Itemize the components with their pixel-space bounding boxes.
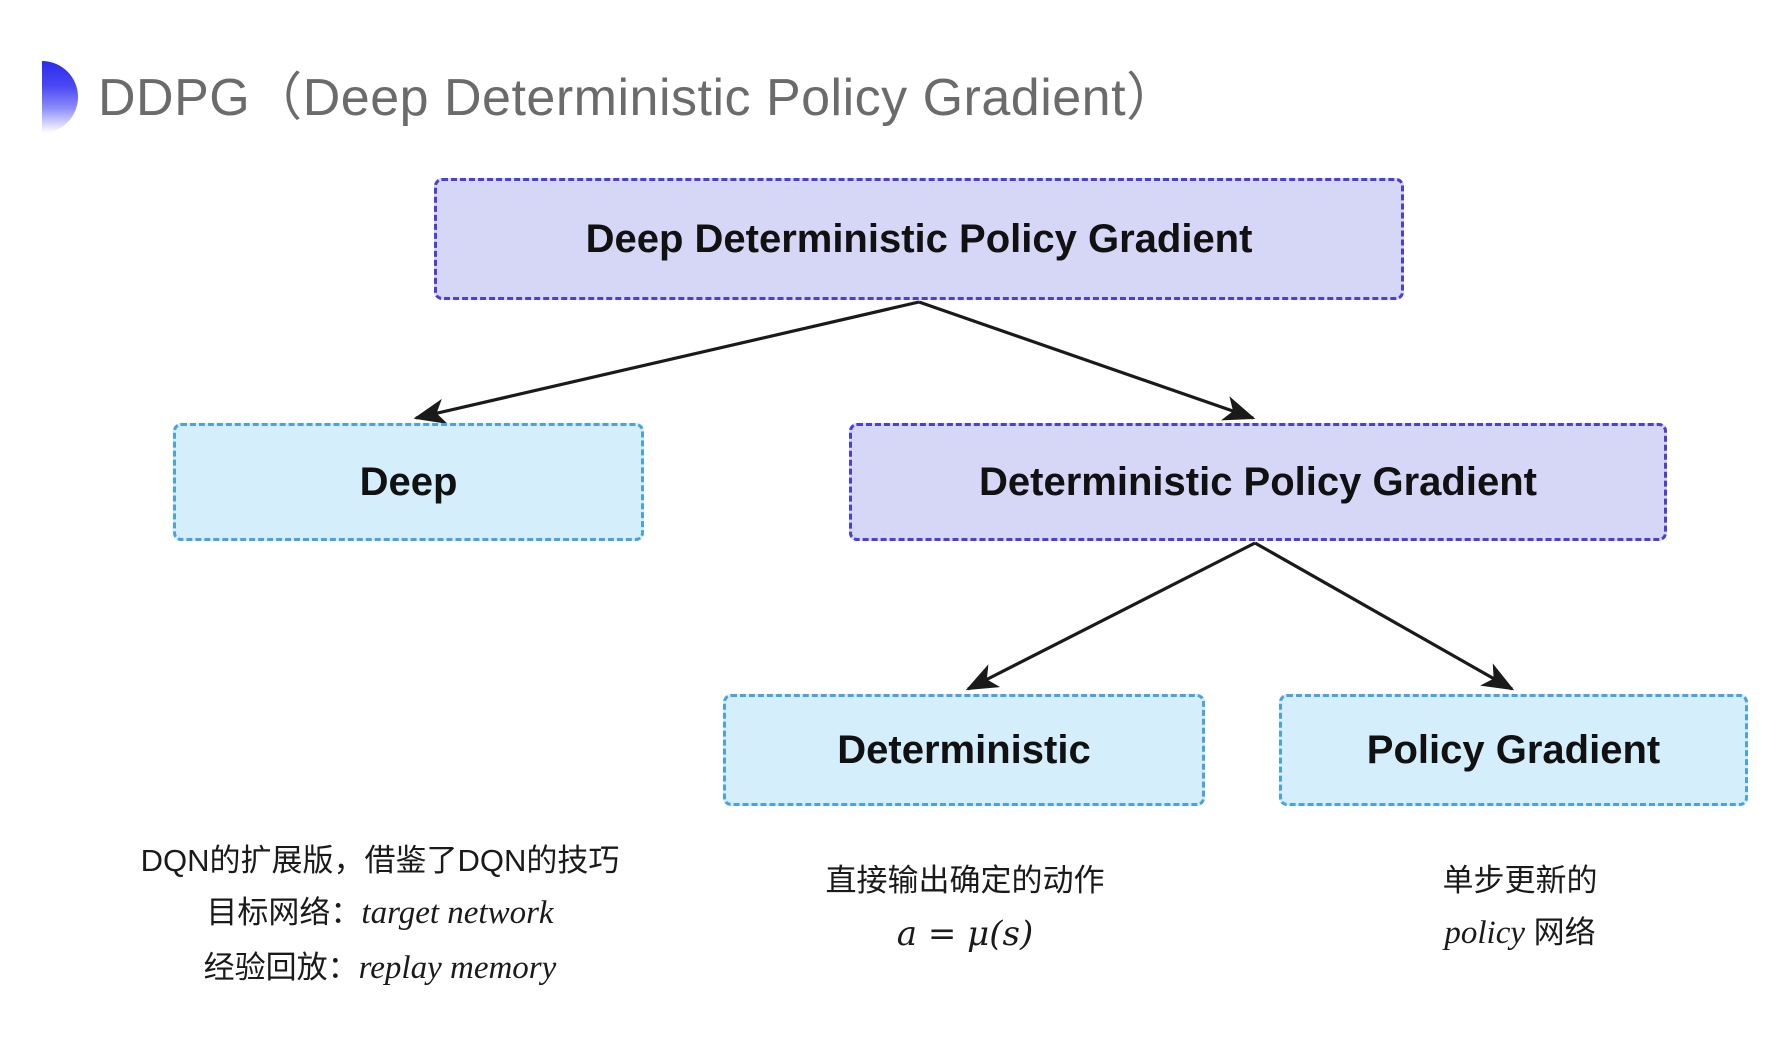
page-title: DDPG（Deep Deterministic Policy Gradient） bbox=[98, 69, 1179, 127]
caption-deterministic: 直接输出确定的动作 a = μ(s) bbox=[760, 855, 1170, 962]
node-deterministic-policy-gradient[interactable]: Deterministic Policy Gradient bbox=[849, 423, 1667, 541]
node-label: Policy Gradient bbox=[1366, 728, 1661, 772]
node-deep[interactable]: Deep bbox=[173, 423, 644, 541]
node-label: Deterministic bbox=[837, 728, 1091, 772]
node-label: Deep Deterministic Policy Gradient bbox=[585, 217, 1253, 261]
caption-deep-line-3: 经验回放：replay memory bbox=[120, 941, 640, 995]
caption-deterministic-formula: a = μ(s) bbox=[896, 914, 1034, 955]
node-label: Deep bbox=[359, 460, 458, 504]
arrow-dpg-to-deterministic bbox=[965, 541, 1256, 691]
caption-policy-gradient-line-1: 单步更新的 bbox=[1442, 863, 1598, 898]
caption-policy-gradient-suffix: 网络 bbox=[1525, 915, 1596, 951]
arrow-root-to-dpg bbox=[918, 300, 1256, 421]
arrow-dpg-to-policy-gradient bbox=[1254, 541, 1515, 691]
caption-policy-gradient-line-2: policy 网络 bbox=[1330, 906, 1710, 960]
caption-deep-line-3-label: 经验回放： bbox=[203, 949, 359, 985]
caption-deep-line-2: 目标网络：target network bbox=[120, 886, 640, 940]
caption-deep-line-3-term: replay memory bbox=[358, 949, 557, 986]
arrow-root-to-deep bbox=[413, 300, 920, 424]
caption-policy-gradient: 单步更新的 policy 网络 bbox=[1330, 855, 1710, 961]
caption-deep-line-1: DQN的扩展版，借鉴了DQN的技巧 bbox=[140, 843, 620, 878]
node-deterministic[interactable]: Deterministic bbox=[723, 694, 1205, 806]
caption-policy-gradient-term: policy bbox=[1444, 915, 1525, 952]
node-deep-deterministic-policy-gradient[interactable]: Deep Deterministic Policy Gradient bbox=[434, 178, 1404, 300]
node-label: Deterministic Policy Gradient bbox=[979, 460, 1537, 504]
caption-deep-line-2-term: target network bbox=[361, 895, 554, 932]
slide-header: DDPG（Deep Deterministic Policy Gradient） bbox=[0, 0, 1778, 160]
node-policy-gradient[interactable]: Policy Gradient bbox=[1279, 694, 1748, 806]
caption-deep: DQN的扩展版，借鉴了DQN的技巧 目标网络：target network 经验… bbox=[120, 835, 640, 995]
caption-deep-line-2-label: 目标网络： bbox=[206, 895, 362, 931]
caption-deterministic-line-1: 直接输出确定的动作 bbox=[825, 863, 1105, 898]
